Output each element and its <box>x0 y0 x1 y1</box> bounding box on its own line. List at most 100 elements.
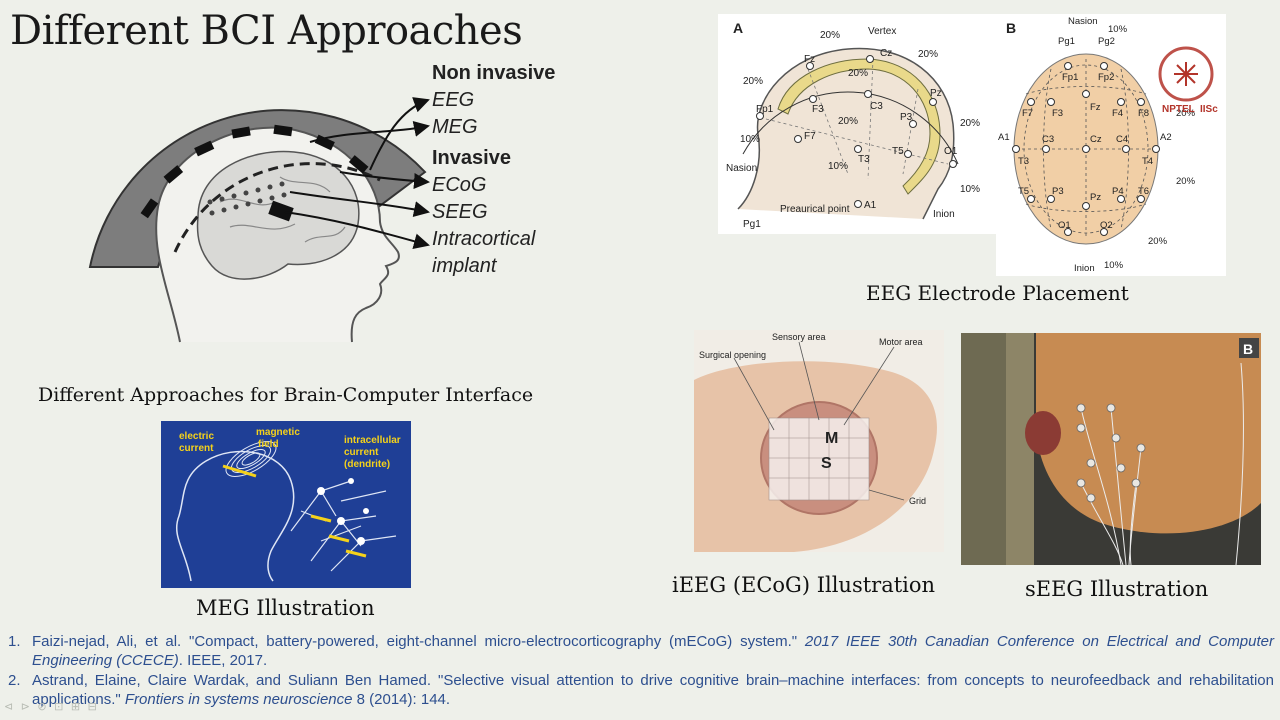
pct-label-a3: 20% <box>743 76 763 87</box>
eeg-a-electrodes <box>756 55 957 208</box>
meg-electric-label: electric <box>179 431 214 442</box>
patient-scalp <box>1036 333 1261 534</box>
references: 1. Faizi-nejad, Ali, et al. "Compact, ba… <box>8 632 1274 710</box>
meg-field-label: field <box>258 439 279 450</box>
pct-label-b-top: 10% <box>1108 24 1128 35</box>
measurement-arc <box>742 91 959 165</box>
current-arrow <box>222 464 257 478</box>
electrode-cz: Cz <box>880 48 892 59</box>
electrode-pz: Pz <box>930 88 942 99</box>
bci-diagram-caption: Different Approaches for Brain-Computer … <box>38 384 534 406</box>
reference-1-text: Faizi-nejad, Ali, et al. "Compact, batte… <box>32 633 805 650</box>
slide-navigation-controls[interactable]: ⊲ ⊳ ⊘ ⊡ ⊞ ⊟ <box>4 700 99 713</box>
inion-label-a: Inion <box>933 209 955 220</box>
seeg-electrodes <box>1076 403 1146 503</box>
electrode-fp1-b: Fp1 <box>1062 72 1078 83</box>
eeg-panel-a: A 20% Vertex 20% 20% 20% 20% 20% 10% 10%… <box>718 14 998 234</box>
motor-area-label: Motor area <box>879 337 923 347</box>
grid-letter-s: S <box>821 455 832 472</box>
electrode-c3: C3 <box>870 101 883 112</box>
approach-arrows <box>284 97 430 250</box>
eeg-a-guide-lines <box>765 58 949 180</box>
electrode-o2-b: O2 <box>1100 220 1113 231</box>
surgical-opening-label: Surgical opening <box>699 350 766 360</box>
pct-label-a4: 20% <box>848 68 868 79</box>
electrode-t6-b: T6 <box>1138 186 1149 197</box>
electrode-fz-b: Fz <box>1090 102 1101 113</box>
seeg-label: SEEG <box>432 201 488 223</box>
current-vectors <box>310 514 367 558</box>
intracortical-label: Intracortical <box>432 228 536 250</box>
meg-intracellular-current-label: current <box>344 447 379 458</box>
bci-approach-labels: Non invasive EEG MEG Invasive ECoG SEEG … <box>432 60 555 280</box>
watermark-nptel: NPTEL <box>1162 104 1195 115</box>
electrode-a1-b: A1 <box>998 132 1010 143</box>
inion-label-b: Inion <box>1074 263 1095 274</box>
meg-caption: MEG Illustration <box>196 596 375 620</box>
electrode-t4-b: T4 <box>1142 156 1153 167</box>
seeg-wires <box>1080 362 1244 565</box>
pct-label-a8: 10% <box>828 161 848 172</box>
slide-title: Different BCI Approaches <box>10 8 523 54</box>
ecog-grid-dots <box>207 181 287 216</box>
seeg-panel-label: B <box>1243 341 1253 357</box>
electrode-a2-b: A2 <box>1160 132 1172 143</box>
pct-label-a2: 20% <box>918 49 938 60</box>
watermark-iisc: IISc <box>1200 104 1218 115</box>
eeg-b-electrodes <box>1012 62 1160 236</box>
eeg-placement-caption: EEG Electrode Placement <box>866 281 1129 305</box>
panel-b-label: B <box>1006 20 1016 36</box>
electrode-fp2-b: Fp2 <box>1098 72 1114 83</box>
nptel-logo: NPTEL IISc <box>1158 46 1218 115</box>
implant-label: implant <box>432 255 497 277</box>
eeg-label: EEG <box>432 89 475 111</box>
grid-lines <box>769 418 869 500</box>
grid-label: Grid <box>909 496 926 506</box>
neuron-bodies <box>317 478 369 545</box>
electrode-o1: O1 <box>944 146 958 157</box>
eeg-panel-b: B Nasion 10% Pg1 Pg2 Fp1 Fp2 F7 F3 Fz F4… <box>996 14 1226 276</box>
electrode-c3-b: C3 <box>1042 134 1054 145</box>
electrode-p4-b: P4 <box>1112 186 1124 197</box>
electrode-p3: P3 <box>900 112 913 123</box>
pct-label-b2: 20% <box>1176 176 1196 187</box>
pct-label-b3: 20% <box>1148 236 1168 247</box>
electrode-fz: Fz <box>804 54 815 65</box>
reference-1-source: 2017 IEEE 30th Canadian Conference on El… <box>32 633 1275 669</box>
reference-1: 1. Faizi-nejad, Ali, et al. "Compact, ba… <box>8 632 1274 670</box>
reference-2-tail: 8 (2014): 144. <box>352 691 451 708</box>
electrode-t3: T3 <box>858 154 870 165</box>
dura-dashed-line <box>173 162 381 253</box>
pct-label-a5: 20% <box>838 116 858 127</box>
electrode-fp1: Fp1 <box>756 104 774 115</box>
meg-magnetic-label: magnetic <box>256 427 300 438</box>
pct-label-a9: 10% <box>960 184 980 195</box>
patient-ear <box>1025 411 1061 455</box>
electrode-grid <box>768 417 870 501</box>
reference-2: 2. Astrand, Elaine, Claire Wardak, and S… <box>8 671 1274 709</box>
frame-bar <box>1006 333 1034 565</box>
meg-dendrite-label: (dendrite) <box>344 459 390 470</box>
nasion-label-b: Nasion <box>1068 16 1098 27</box>
pct-label-a7: 10% <box>740 134 760 145</box>
electrode-f8-b: F8 <box>1138 108 1149 119</box>
electrode-a1: A1 <box>864 200 877 211</box>
pct-label-b4: 10% <box>1104 260 1124 271</box>
electrode-pg1: Pg1 <box>1058 36 1075 47</box>
electrode-t5-b: T5 <box>1018 186 1029 197</box>
reference-2-source: Frontiers in systems neuroscience <box>124 691 353 708</box>
ecog-label: ECoG <box>432 174 487 196</box>
panel-a-label: A <box>733 20 743 36</box>
sensory-area-label: Sensory area <box>772 332 826 342</box>
pct-label-a1: 20% <box>820 30 840 41</box>
meg-current-label: current <box>179 443 214 454</box>
invasive-heading: Invasive <box>432 147 511 169</box>
seeg-illustration: B <box>961 333 1261 565</box>
electrode-f3: F3 <box>812 104 824 115</box>
pg1-label-a: Pg1 <box>743 219 761 230</box>
electrode-pz-b: Pz <box>1090 192 1101 203</box>
meg-intracellular-label: intracellular <box>344 435 401 446</box>
grid-letter-m: M <box>825 430 838 447</box>
ieeg-illustration: M S Sensory area Motor area Surgical ope… <box>694 330 944 552</box>
reference-1-number: 1. <box>8 633 21 650</box>
